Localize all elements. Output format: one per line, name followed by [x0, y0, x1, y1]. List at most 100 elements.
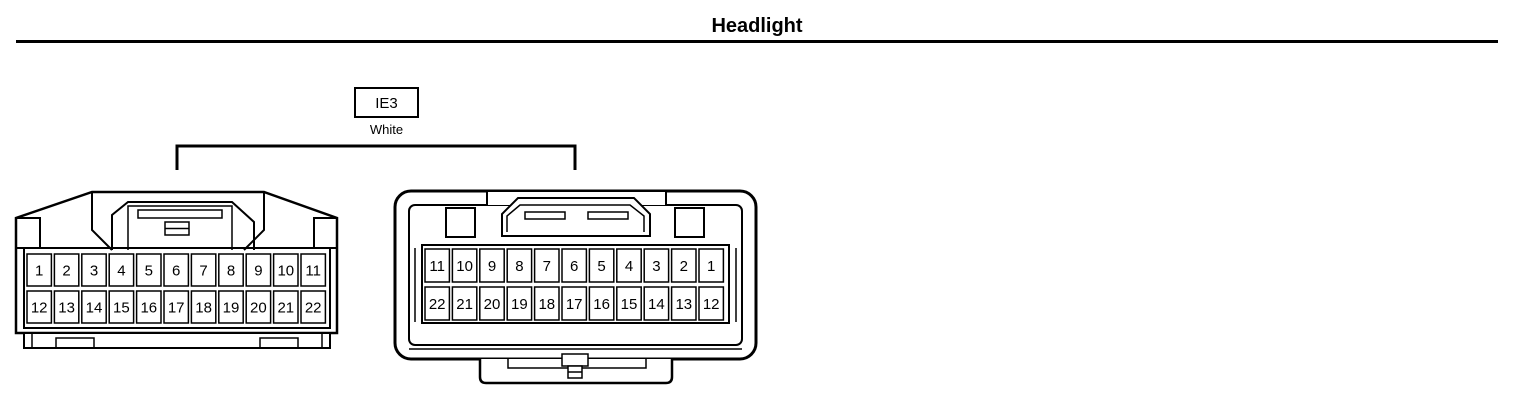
right-pin-label: 2 [680, 258, 688, 275]
right-pin-label: 16 [593, 296, 610, 313]
left-pin-cell [135, 253, 162, 287]
right-pin-cell [424, 286, 451, 321]
left-pin-label: 20 [250, 300, 267, 317]
left-pin-cell [190, 290, 217, 324]
left-pin-cell [26, 253, 53, 287]
left-pin-cell [81, 253, 107, 287]
left-pin-label: 10 [277, 263, 294, 280]
left-pin-label: 1 [35, 263, 43, 280]
right-pin-cell [479, 286, 505, 321]
right-pin-label: 10 [456, 258, 473, 275]
right-latch-inner [506, 204, 645, 232]
left-pin-label: 5 [145, 263, 153, 280]
left-pin-label: 14 [86, 300, 103, 317]
left-rail-notch-left [55, 337, 95, 349]
left-pin-label: 13 [58, 300, 75, 317]
left-top-channel [91, 192, 265, 251]
left-pin-label: 19 [223, 300, 240, 317]
right-pin-label: 19 [511, 296, 528, 313]
left-pin-label: 21 [277, 300, 294, 317]
right-key-right [674, 207, 705, 238]
left-pin-cell [53, 290, 80, 324]
left-rail-notch-right [259, 337, 299, 349]
right-pin-label: 22 [429, 296, 446, 313]
left-pin-cell [163, 290, 190, 324]
right-pin-cell [451, 248, 478, 283]
right-pin-cell [506, 286, 533, 321]
left-pin-label: 3 [90, 263, 98, 280]
right-pin-label: 5 [597, 258, 605, 275]
right-latch-slot-right [587, 211, 629, 220]
left-latch-slot [137, 209, 223, 219]
right-pin-label: 18 [538, 296, 555, 313]
right-pin-cell [451, 286, 478, 321]
right-pin-label: 3 [652, 258, 660, 275]
right-pin-label: 15 [621, 296, 638, 313]
left-pin-cell [218, 290, 244, 324]
left-pin-label: 9 [254, 263, 262, 280]
right-pin-cell [533, 248, 560, 283]
right-pin-cell [698, 248, 725, 283]
left-pin-cell [53, 253, 80, 287]
left-pin-label: 17 [168, 300, 185, 317]
right-pin-label: 4 [625, 258, 633, 275]
right-latch-slot-left [524, 211, 566, 220]
right-pin-cell [561, 286, 588, 321]
left-pin-label: 4 [117, 263, 125, 280]
left-pin-label: 8 [227, 263, 235, 280]
left-pin-cell [108, 290, 135, 324]
left-pin-cell [135, 290, 162, 324]
right-pin-cell [588, 286, 615, 321]
left-latch-outline [111, 201, 255, 250]
left-pin-cell [81, 290, 107, 324]
right-pin-label: 6 [570, 258, 578, 275]
right-pin-cell [643, 248, 670, 283]
left-pin-cell [300, 253, 327, 287]
left-pin-label: 7 [199, 263, 207, 280]
left-pin-label: 15 [113, 300, 130, 317]
view-bracket [175, 144, 577, 170]
connector-color: White [370, 122, 403, 137]
right-pin-label: 21 [456, 296, 473, 313]
right-pin-label: 13 [675, 296, 692, 313]
right-pin-cell [424, 248, 451, 283]
right-pin-label: 8 [515, 258, 523, 275]
left-pin-cell [218, 253, 244, 287]
left-pin-label: 22 [305, 300, 322, 317]
right-pin-cell [670, 286, 697, 321]
left-pin-cell [245, 290, 272, 324]
left-pin-cell [163, 253, 190, 287]
right-pin-label: 17 [566, 296, 583, 313]
left-pin-cell [26, 290, 53, 324]
connector-code-box [354, 87, 419, 118]
left-pin-cell [108, 253, 135, 287]
title-divider [16, 40, 1498, 43]
right-pin-cell [698, 286, 725, 321]
right-pin-cell [479, 248, 505, 283]
left-pin-label: 6 [172, 263, 180, 280]
right-pin-cell [670, 248, 697, 283]
right-pin-cell [506, 248, 533, 283]
right-pin-cell [588, 248, 615, 283]
connector-label: IE3 White [354, 87, 419, 137]
left-pin-label: 16 [140, 300, 157, 317]
left-pin-cell [272, 290, 299, 324]
connector-code: IE3 [375, 95, 398, 112]
left-pin-cell [190, 253, 217, 287]
left-latch-inner [127, 205, 233, 250]
left-pin-cell [245, 253, 272, 287]
right-pin-label: 20 [484, 296, 501, 313]
right-bottom-lock-tab [561, 353, 589, 367]
right-pin-label: 11 [429, 258, 445, 275]
right-pin-label: 9 [488, 258, 496, 275]
left-terminal-field [23, 247, 331, 329]
right-pin-label: 7 [543, 258, 551, 275]
left-pin-label: 12 [31, 300, 48, 317]
right-pin-cell [616, 248, 642, 283]
right-pin-label: 12 [703, 296, 720, 313]
left-bottom-rail [23, 332, 331, 349]
right-latch-outer [501, 197, 651, 237]
